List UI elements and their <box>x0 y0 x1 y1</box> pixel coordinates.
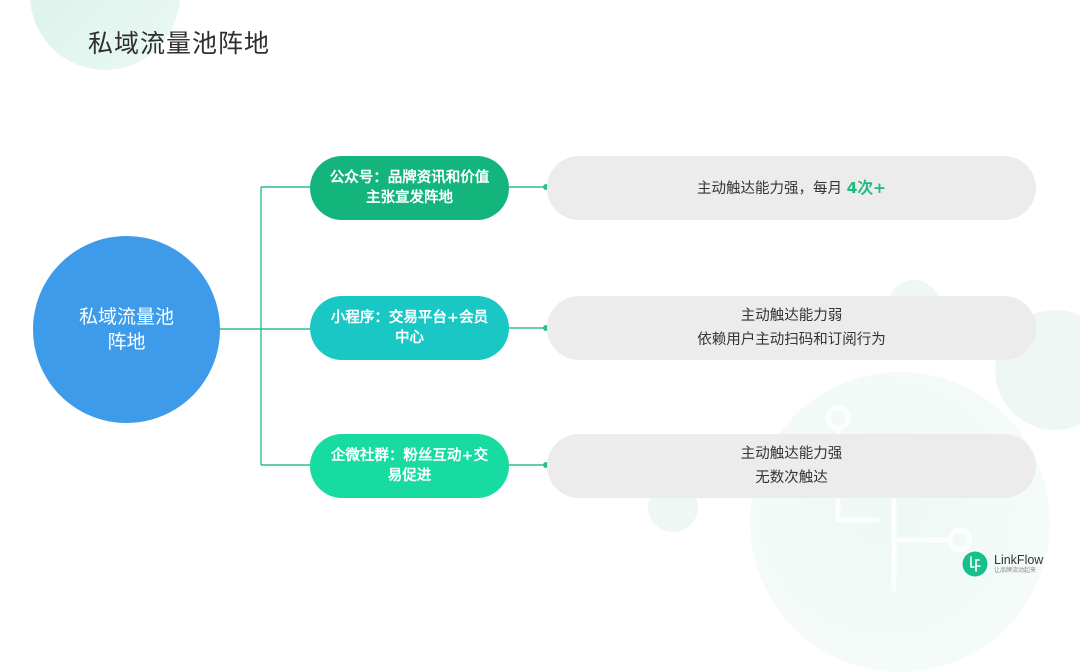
channel-label: 小程序：交易平台+会员中心 <box>330 310 489 346</box>
brand-logo: LinkFlow 让品牌流动起来 <box>962 550 1043 578</box>
description-line: 主动触达能力强，每月 4次+ <box>697 176 886 201</box>
channel-node-wecom-community: 企微社群：粉丝互动+交易促进 <box>310 434 509 498</box>
page-title: 私域流量池阵地 <box>88 29 271 58</box>
description-box-wecom-community: 主动触达能力强 无数次触达 <box>547 434 1036 498</box>
brand-tagline: 让品牌流动起来 <box>994 566 1037 574</box>
description-line: 无数次触达 <box>755 470 828 486</box>
description-box-mini-program: 主动触达能力弱 依赖用户主动扫码和订阅行为 <box>547 296 1036 360</box>
description-text: 主动触达能力强，每月 <box>697 180 843 197</box>
channel-label: 企微社群：粉丝互动+交易促进 <box>330 448 489 484</box>
channel-label: 公众号：品牌资讯和价值主张宣发阵地 <box>329 170 490 206</box>
description-line: 主动触达能力弱 <box>740 308 843 324</box>
channel-node-mini-program: 小程序：交易平台+会员中心 <box>310 296 509 360</box>
linkflow-logo-icon <box>962 551 988 577</box>
description-box-official-account: 主动触达能力强，每月 4次+ <box>547 156 1036 220</box>
hub-node: 私域流量池阵地 <box>33 236 220 423</box>
hub-label: 私域流量池阵地 <box>78 305 174 353</box>
connector-lines <box>220 184 549 468</box>
description-line: 依赖用户主动扫码和订阅行为 <box>697 332 886 348</box>
channel-node-official-account: 公众号：品牌资讯和价值主张宣发阵地 <box>310 156 509 220</box>
frequency-highlight: 4次+ <box>846 178 886 197</box>
brand-name: LinkFlow <box>994 552 1044 567</box>
description-line: 主动触达能力强 <box>740 446 843 462</box>
